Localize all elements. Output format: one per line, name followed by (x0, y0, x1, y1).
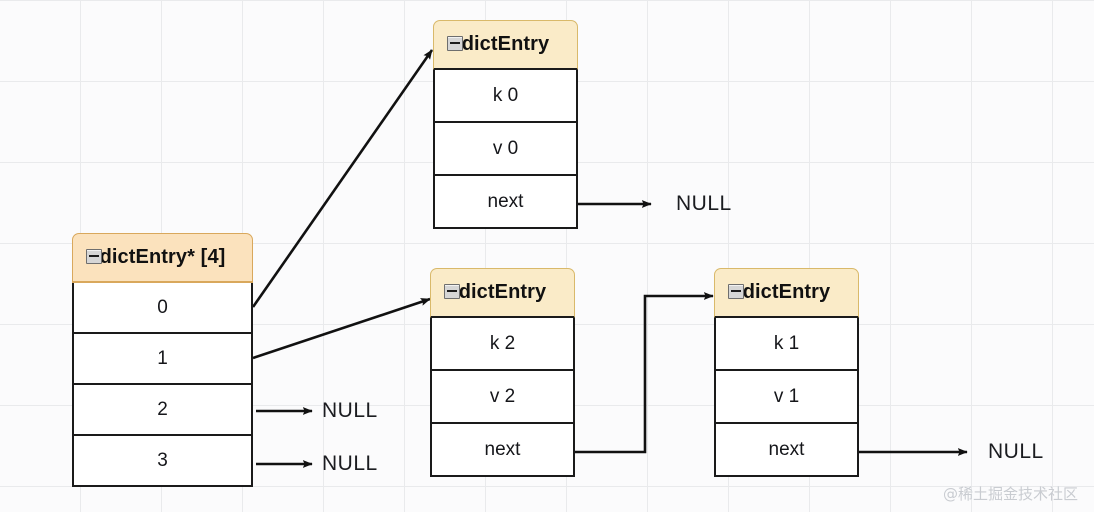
node-2-header[interactable]: dictEntry (430, 268, 575, 318)
node-2-value-label: v 2 (489, 385, 516, 407)
node-1-next-cell[interactable]: next (714, 424, 859, 477)
node-0-body: k 0 v 0 next (433, 70, 578, 229)
node-1-header[interactable]: dictEntry (714, 268, 859, 318)
node-2-value-cell[interactable]: v 2 (430, 371, 575, 424)
connector-entry2next-to-entry1 (575, 292, 714, 454)
null-label-bucket3: NULL (322, 452, 378, 475)
array-cell-3-label: 3 (157, 449, 168, 471)
node-1-value-label: v 1 (773, 385, 800, 407)
node-2-header-label: dictEntry (458, 281, 547, 303)
node-1-key-cell[interactable]: k 1 (714, 318, 859, 371)
array-cell-3[interactable]: 3 (72, 436, 253, 487)
node-0-key-cell[interactable]: k 0 (433, 70, 578, 123)
node-0-next-label: next (487, 190, 524, 212)
node-0-header[interactable]: dictEntry (433, 20, 578, 70)
node-1-key-label: k 1 (773, 332, 800, 354)
null-label-entry1-next: NULL (988, 440, 1044, 463)
node-1-body: k 1 v 1 next (714, 318, 859, 477)
connector-bucket1-to-entry2 (252, 297, 431, 360)
node-0-value-cell[interactable]: v 0 (433, 123, 578, 176)
collapse-minus-icon[interactable] (86, 248, 102, 264)
node-0-value-label: v 0 (492, 137, 519, 159)
collapse-minus-icon[interactable] (728, 283, 744, 299)
node-2-key-label: k 2 (489, 332, 516, 354)
node-0-key-label: k 0 (492, 84, 519, 106)
node-2-next-label: next (484, 438, 521, 460)
array-header[interactable]: dictEntry* [4] (72, 233, 253, 283)
collapse-minus-icon[interactable] (447, 35, 463, 51)
array-cell-2[interactable]: 2 (72, 385, 253, 436)
null-label-bucket2: NULL (322, 399, 378, 422)
array-cell-0-label: 0 (157, 296, 168, 318)
node-2-key-cell[interactable]: k 2 (430, 318, 575, 371)
collapse-minus-icon[interactable] (444, 283, 460, 299)
watermark: @稀土掘金技术社区 (942, 485, 1078, 503)
array-cell-1[interactable]: 1 (72, 334, 253, 385)
node-0-header-label: dictEntry (461, 33, 550, 55)
node-1-value-cell[interactable]: v 1 (714, 371, 859, 424)
array-cell-2-label: 2 (157, 398, 168, 420)
node-2-body: k 2 v 2 next (430, 318, 575, 477)
dict-entry-node-0[interactable]: dictEntry k 0 v 0 next (433, 20, 578, 229)
connector-bucket0-to-entry0 (251, 49, 434, 308)
array-cell-1-label: 1 (157, 347, 168, 369)
array-cell-0[interactable]: 0 (72, 283, 253, 334)
node-1-next-label: next (768, 438, 805, 460)
node-0-next-cell[interactable]: next (433, 176, 578, 229)
dict-entry-node-1[interactable]: dictEntry k 1 v 1 next (714, 268, 859, 477)
array-header-label: dictEntry* [4] (99, 246, 226, 268)
dict-entry-array[interactable]: dictEntry* [4] 0 1 2 3 (72, 233, 253, 487)
array-body: 0 1 2 3 (72, 283, 253, 487)
node-2-next-cell[interactable]: next (430, 424, 575, 477)
dict-entry-node-2[interactable]: dictEntry k 2 v 2 next (430, 268, 575, 477)
node-1-header-label: dictEntry (742, 281, 831, 303)
null-label-entry0-next: NULL (676, 192, 732, 215)
